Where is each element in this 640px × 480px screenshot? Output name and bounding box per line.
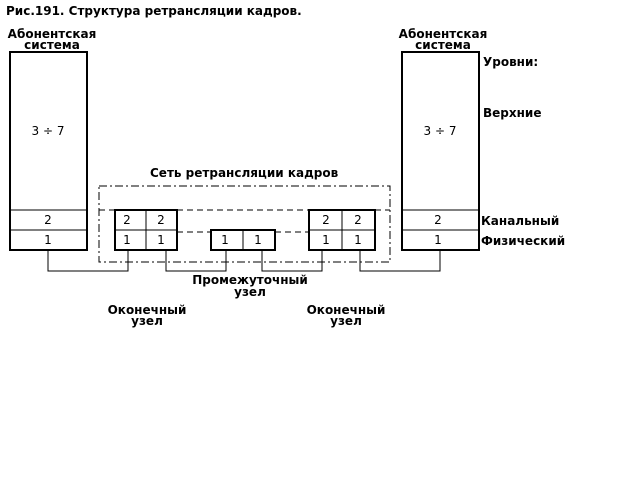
right-end-node-cell: 2 — [354, 213, 362, 227]
right-end-node-label-line2: узел — [330, 314, 362, 328]
right-end-node-cell: 2 — [322, 213, 330, 227]
left-end-node-cell: 2 — [157, 213, 165, 227]
left-system-phys: 1 — [44, 233, 52, 247]
right-end-node-cell: 1 — [354, 233, 362, 247]
left-end-node-label-line1: Оконечный — [107, 303, 187, 317]
right-end-node: 2 2 1 1 — [308, 209, 376, 251]
network-label: Сеть ретрансляции кадров — [150, 166, 339, 180]
left-system-label-line2: система — [24, 38, 80, 52]
figure-title: Рис.191. Структура ретрансляции кадров. — [6, 4, 302, 18]
right-system-upper: 3 ÷ 7 — [424, 124, 457, 138]
left-end-node-label-line2: узел — [131, 314, 163, 328]
left-system-label-line1: Абонентская — [7, 27, 97, 41]
right-system-label-line1: Абонентская — [398, 27, 488, 41]
intermediate-node-label-line1: Промежуточный — [192, 273, 308, 287]
level-upper-label: Верхние — [483, 106, 542, 120]
intermediate-node-cell: 1 — [254, 233, 262, 247]
left-system-upper: 3 ÷ 7 — [32, 124, 65, 138]
left-system-link: 2 — [44, 213, 52, 227]
level-link-label: Канальный — [481, 214, 560, 228]
right-system-link: 2 — [434, 213, 442, 227]
link-intermediate-to-right-node — [261, 250, 323, 272]
intermediate-node-cell: 1 — [221, 233, 229, 247]
left-end-node-cell: 2 — [123, 213, 131, 227]
intermediate-node: 1 1 — [210, 229, 276, 251]
left-end-node: 2 2 1 1 — [114, 209, 178, 251]
intermediate-node-label-line2: узел — [234, 285, 266, 299]
right-system-label-line2: система — [415, 38, 471, 52]
right-end-node-label-line1: Оконечный — [306, 303, 386, 317]
link-right-node-to-right-system — [359, 250, 441, 272]
level-phys-label: Физический — [481, 234, 566, 248]
right-system-phys: 1 — [434, 233, 442, 247]
physical-links — [47, 250, 441, 272]
levels-heading: Уровни: — [483, 55, 539, 69]
right-end-node-cell: 1 — [322, 233, 330, 247]
left-end-node-cell: 1 — [157, 233, 165, 247]
network-boundary — [98, 185, 391, 263]
left-end-node-cell: 1 — [123, 233, 131, 247]
left-system: 3 ÷ 7 2 1 — [9, 51, 88, 251]
right-system: 3 ÷ 7 2 1 — [401, 51, 480, 251]
link-left-node-to-intermediate — [165, 250, 227, 272]
link-left-system-to-left-node — [47, 250, 129, 272]
